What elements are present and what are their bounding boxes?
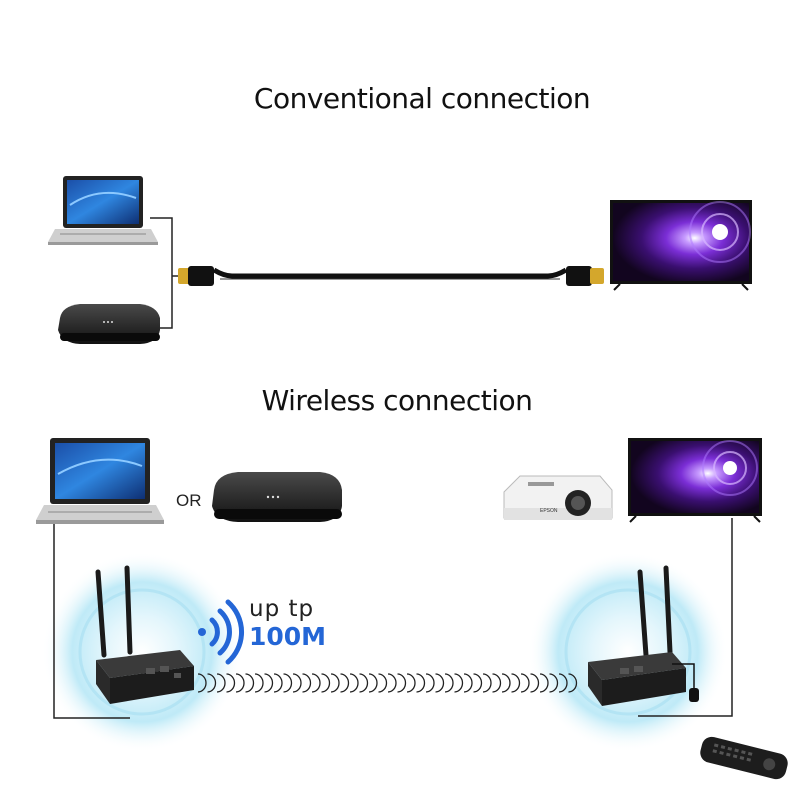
signal-wave-arc	[482, 673, 492, 693]
signal-wave-arc	[520, 673, 530, 693]
signal-wave-arc	[435, 673, 445, 693]
signal-wave-arc	[349, 673, 359, 693]
signal-wave-arc	[558, 673, 568, 693]
signal-wave-arc	[473, 673, 483, 693]
wifi-icon	[198, 599, 244, 665]
hdmi-cable-icon	[178, 266, 604, 286]
signal-wave-arc	[207, 673, 217, 693]
laptop-to-transmitter-line	[53, 524, 130, 719]
signal-wave-arc	[216, 673, 226, 693]
signal-wave-arc	[378, 673, 388, 693]
receiver-to-tv-line	[638, 518, 733, 717]
tv-icon	[628, 438, 762, 523]
signal-wave-arc	[226, 673, 236, 693]
signal-wave-arc	[283, 673, 293, 693]
transmitter-icon	[95, 565, 194, 704]
conventional-connection-title: Conventional connection	[253, 82, 591, 115]
laptop-icon	[48, 176, 158, 245]
laptop-icon	[36, 438, 164, 524]
signal-wave-arc	[463, 673, 473, 693]
source-bracket-line	[150, 217, 173, 329]
signal-wave-arc	[511, 673, 521, 693]
signal-wave-arc	[311, 673, 321, 693]
speed-prefix-label: up tp	[249, 596, 315, 622]
wireless-connection-title: Wireless connection	[261, 384, 533, 417]
signal-glow-right	[528, 552, 728, 752]
signal-wave-arc	[264, 673, 274, 693]
svg-text:EPSON: EPSON	[540, 508, 558, 514]
ir-sensor-icon	[672, 663, 699, 702]
signal-wave-arc	[406, 673, 416, 693]
signal-wave-arc	[245, 673, 255, 693]
media-box-icon	[58, 304, 160, 344]
signal-wave-arc	[492, 673, 502, 693]
signal-wave-arc	[387, 673, 397, 693]
signal-wave-arc	[197, 673, 207, 693]
signal-wave-arc	[292, 673, 302, 693]
signal-wave-arc	[273, 673, 283, 693]
signal-glow-left	[42, 552, 242, 752]
signal-wave-arc	[368, 673, 378, 693]
signal-wave-arc	[302, 673, 312, 693]
signal-wave-arc	[454, 673, 464, 693]
signal-wave-arc	[340, 673, 350, 693]
signal-wave-arc	[359, 673, 369, 693]
receiver-icon	[588, 565, 686, 706]
signal-wave-arc	[444, 673, 454, 693]
or-label: OR	[176, 491, 202, 510]
signal-wave-arc	[235, 673, 245, 693]
speed-value-label: 100M	[249, 622, 327, 651]
remote-control-icon	[700, 736, 788, 780]
signal-wave-arc	[530, 673, 540, 693]
tv-icon	[610, 200, 752, 291]
signal-wave-arc	[501, 673, 511, 693]
signal-wave-arc	[425, 673, 435, 693]
signal-wave-arc	[416, 673, 426, 693]
signal-wave-arc	[321, 673, 331, 693]
media-box-icon	[212, 472, 342, 522]
signal-wave-arc	[549, 673, 559, 693]
signal-wave-arc	[539, 673, 549, 693]
signal-wave	[197, 673, 578, 693]
signal-wave-arc	[397, 673, 407, 693]
signal-wave-arc	[330, 673, 340, 693]
signal-wave-arc	[254, 673, 264, 693]
signal-wave-arc	[568, 673, 578, 693]
projector-icon: EPSON	[503, 475, 613, 520]
